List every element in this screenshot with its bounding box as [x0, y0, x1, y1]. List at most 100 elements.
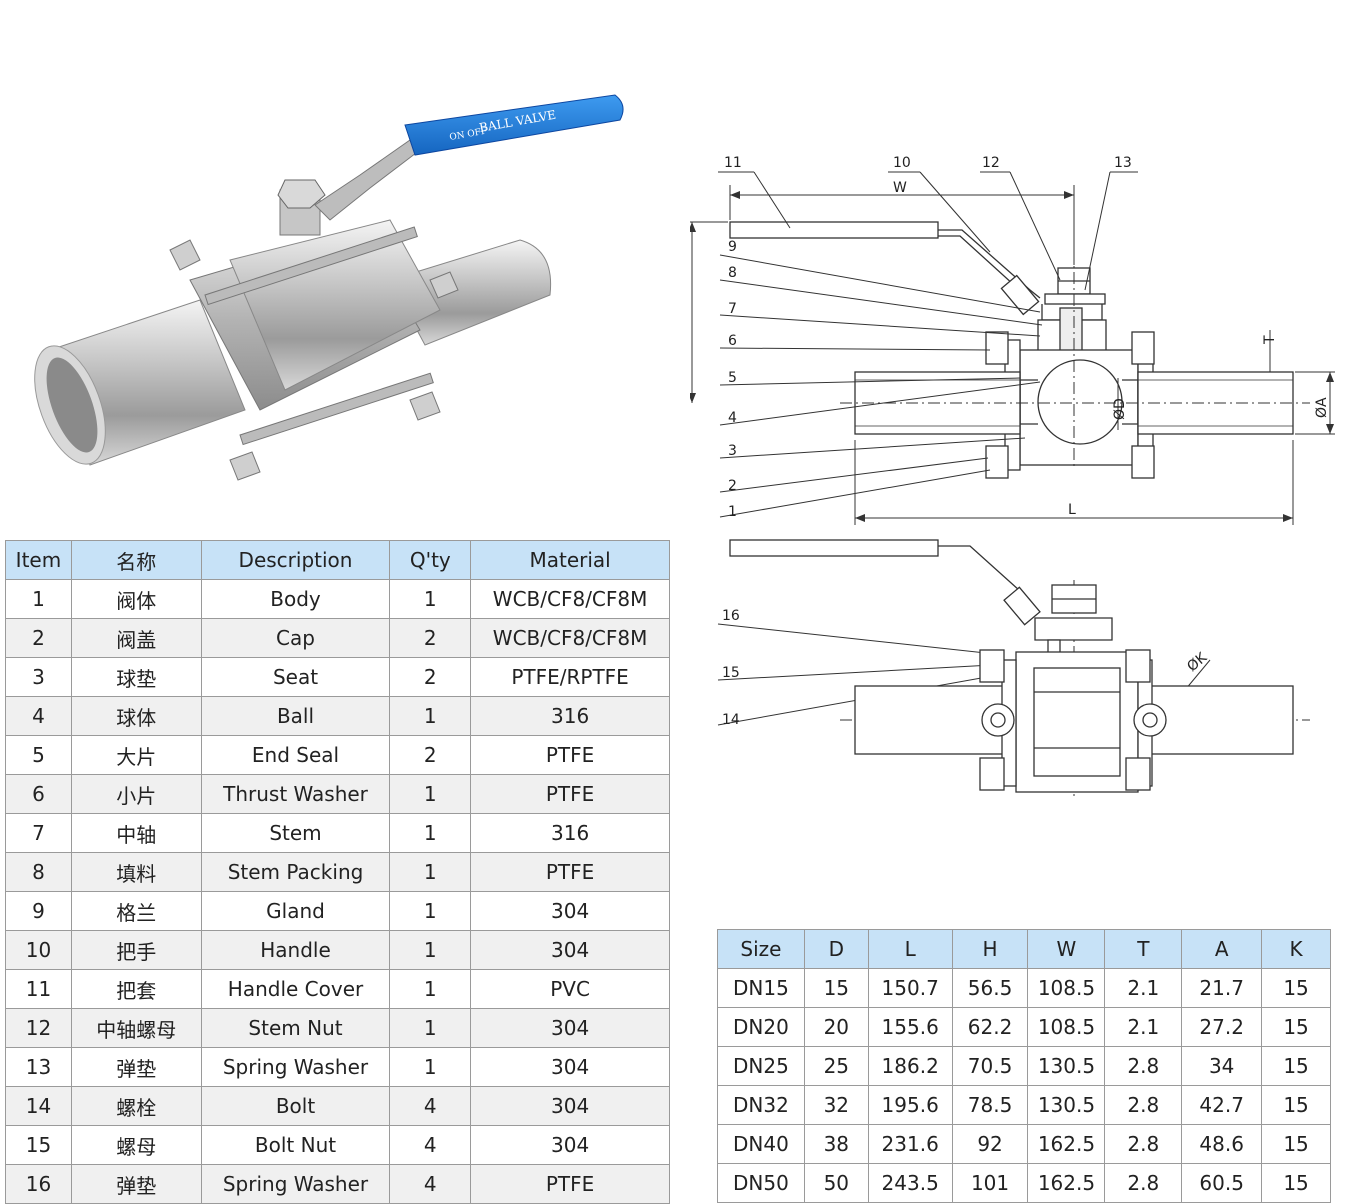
cell-h: 62.2 [951, 1007, 1029, 1047]
cell-d: 15 [803, 968, 869, 1008]
header-description: Description [200, 540, 391, 580]
cell-k: 15 [1261, 1046, 1331, 1086]
dim-w-label: W [893, 180, 907, 196]
dim-d-label: ØD [1112, 398, 1128, 420]
callout-9: 9 [728, 239, 737, 255]
cell-description: Stem [200, 813, 391, 853]
cell-qty: 1 [389, 969, 472, 1009]
cell-description: Stem Packing [200, 852, 391, 892]
cell-description: Ball [200, 696, 391, 736]
header-l: L [867, 929, 953, 969]
cell-item: 15 [5, 1125, 72, 1165]
cell-material: 304 [470, 1125, 670, 1165]
cell-material: PTFE [470, 1164, 670, 1204]
cell-qty: 1 [389, 1047, 472, 1087]
cell-h: 78.5 [951, 1085, 1029, 1125]
cell-t: 2.1 [1104, 1007, 1183, 1047]
cell-d: 50 [803, 1163, 869, 1203]
callout-5: 5 [728, 370, 737, 386]
cell-material: 304 [470, 930, 670, 970]
cell-w: 162.5 [1027, 1163, 1106, 1203]
cell-k: 15 [1261, 1124, 1331, 1164]
cell-t: 2.8 [1104, 1124, 1183, 1164]
cell-qty: 4 [389, 1164, 472, 1204]
cell-l: 155.6 [867, 1007, 953, 1047]
cell-item: 3 [5, 657, 72, 697]
callout-3: 3 [728, 443, 737, 459]
cell-description: Handle [200, 930, 391, 970]
cell-name-cn: 格兰 [70, 891, 202, 931]
callout-4: 4 [728, 410, 737, 426]
cell-material: PTFE [470, 852, 670, 892]
header-item: Item [5, 540, 72, 580]
cell-description: Thrust Washer [200, 774, 391, 814]
cell-description: Bolt Nut [200, 1125, 391, 1165]
callout-6: 6 [728, 333, 737, 349]
callout-1: 1 [728, 504, 737, 520]
cell-description: Cap [200, 618, 391, 658]
cell-l: 231.6 [867, 1124, 953, 1164]
cell-qty: 1 [389, 696, 472, 736]
cell-name-cn: 把手 [70, 930, 202, 970]
cell-name-cn: 球垫 [70, 657, 202, 697]
cell-w: 108.5 [1027, 1007, 1106, 1047]
size-header-row: Size D L H W T A K [717, 929, 1331, 969]
cell-a: 27.2 [1181, 1007, 1263, 1047]
cell-qty: 1 [389, 774, 472, 814]
cell-t: 2.8 [1104, 1085, 1183, 1125]
cell-name-cn: 螺栓 [70, 1086, 202, 1126]
cell-name-cn: 阀体 [70, 579, 202, 619]
header-k: K [1261, 929, 1331, 969]
cell-w: 162.5 [1027, 1124, 1106, 1164]
cell-k: 15 [1261, 1007, 1331, 1047]
cell-name-cn: 大片 [70, 735, 202, 775]
cell-w: 130.5 [1027, 1046, 1106, 1086]
cell-a: 42.7 [1181, 1085, 1263, 1125]
cell-description: End Seal [200, 735, 391, 775]
cell-material: 304 [470, 1008, 670, 1048]
cell-qty: 2 [389, 657, 472, 697]
cell-size: DN25 [717, 1046, 805, 1086]
cell-qty: 2 [389, 735, 472, 775]
cell-item: 6 [5, 774, 72, 814]
cell-name-cn: 螺母 [70, 1125, 202, 1165]
cell-item: 2 [5, 618, 72, 658]
cell-qty: 1 [389, 891, 472, 931]
callout-12: 12 [982, 155, 1000, 171]
cell-material: PTFE/RPTFE [470, 657, 670, 697]
cell-description: Stem Nut [200, 1008, 391, 1048]
cell-material: 304 [470, 891, 670, 931]
ball-valve-photo: BALL VALVE ON OFF [34, 94, 624, 481]
cell-material: PVC [470, 969, 670, 1009]
dim-t-label: T [1262, 335, 1278, 345]
cell-item: 11 [5, 969, 72, 1009]
cell-description: Gland [200, 891, 391, 931]
cell-k: 15 [1261, 968, 1331, 1008]
cell-h: 56.5 [951, 968, 1029, 1008]
cell-name-cn: 把套 [70, 969, 202, 1009]
cell-name-cn: 弹垫 [70, 1164, 202, 1204]
cell-qty: 4 [389, 1086, 472, 1126]
cell-k: 15 [1261, 1163, 1331, 1203]
dim-k-label: ØK [1184, 649, 1210, 675]
cell-item: 4 [5, 696, 72, 736]
dim-l-label: L [1068, 502, 1076, 518]
cell-material: WCB/CF8/CF8M [470, 579, 670, 619]
cell-name-cn: 阀盖 [70, 618, 202, 658]
